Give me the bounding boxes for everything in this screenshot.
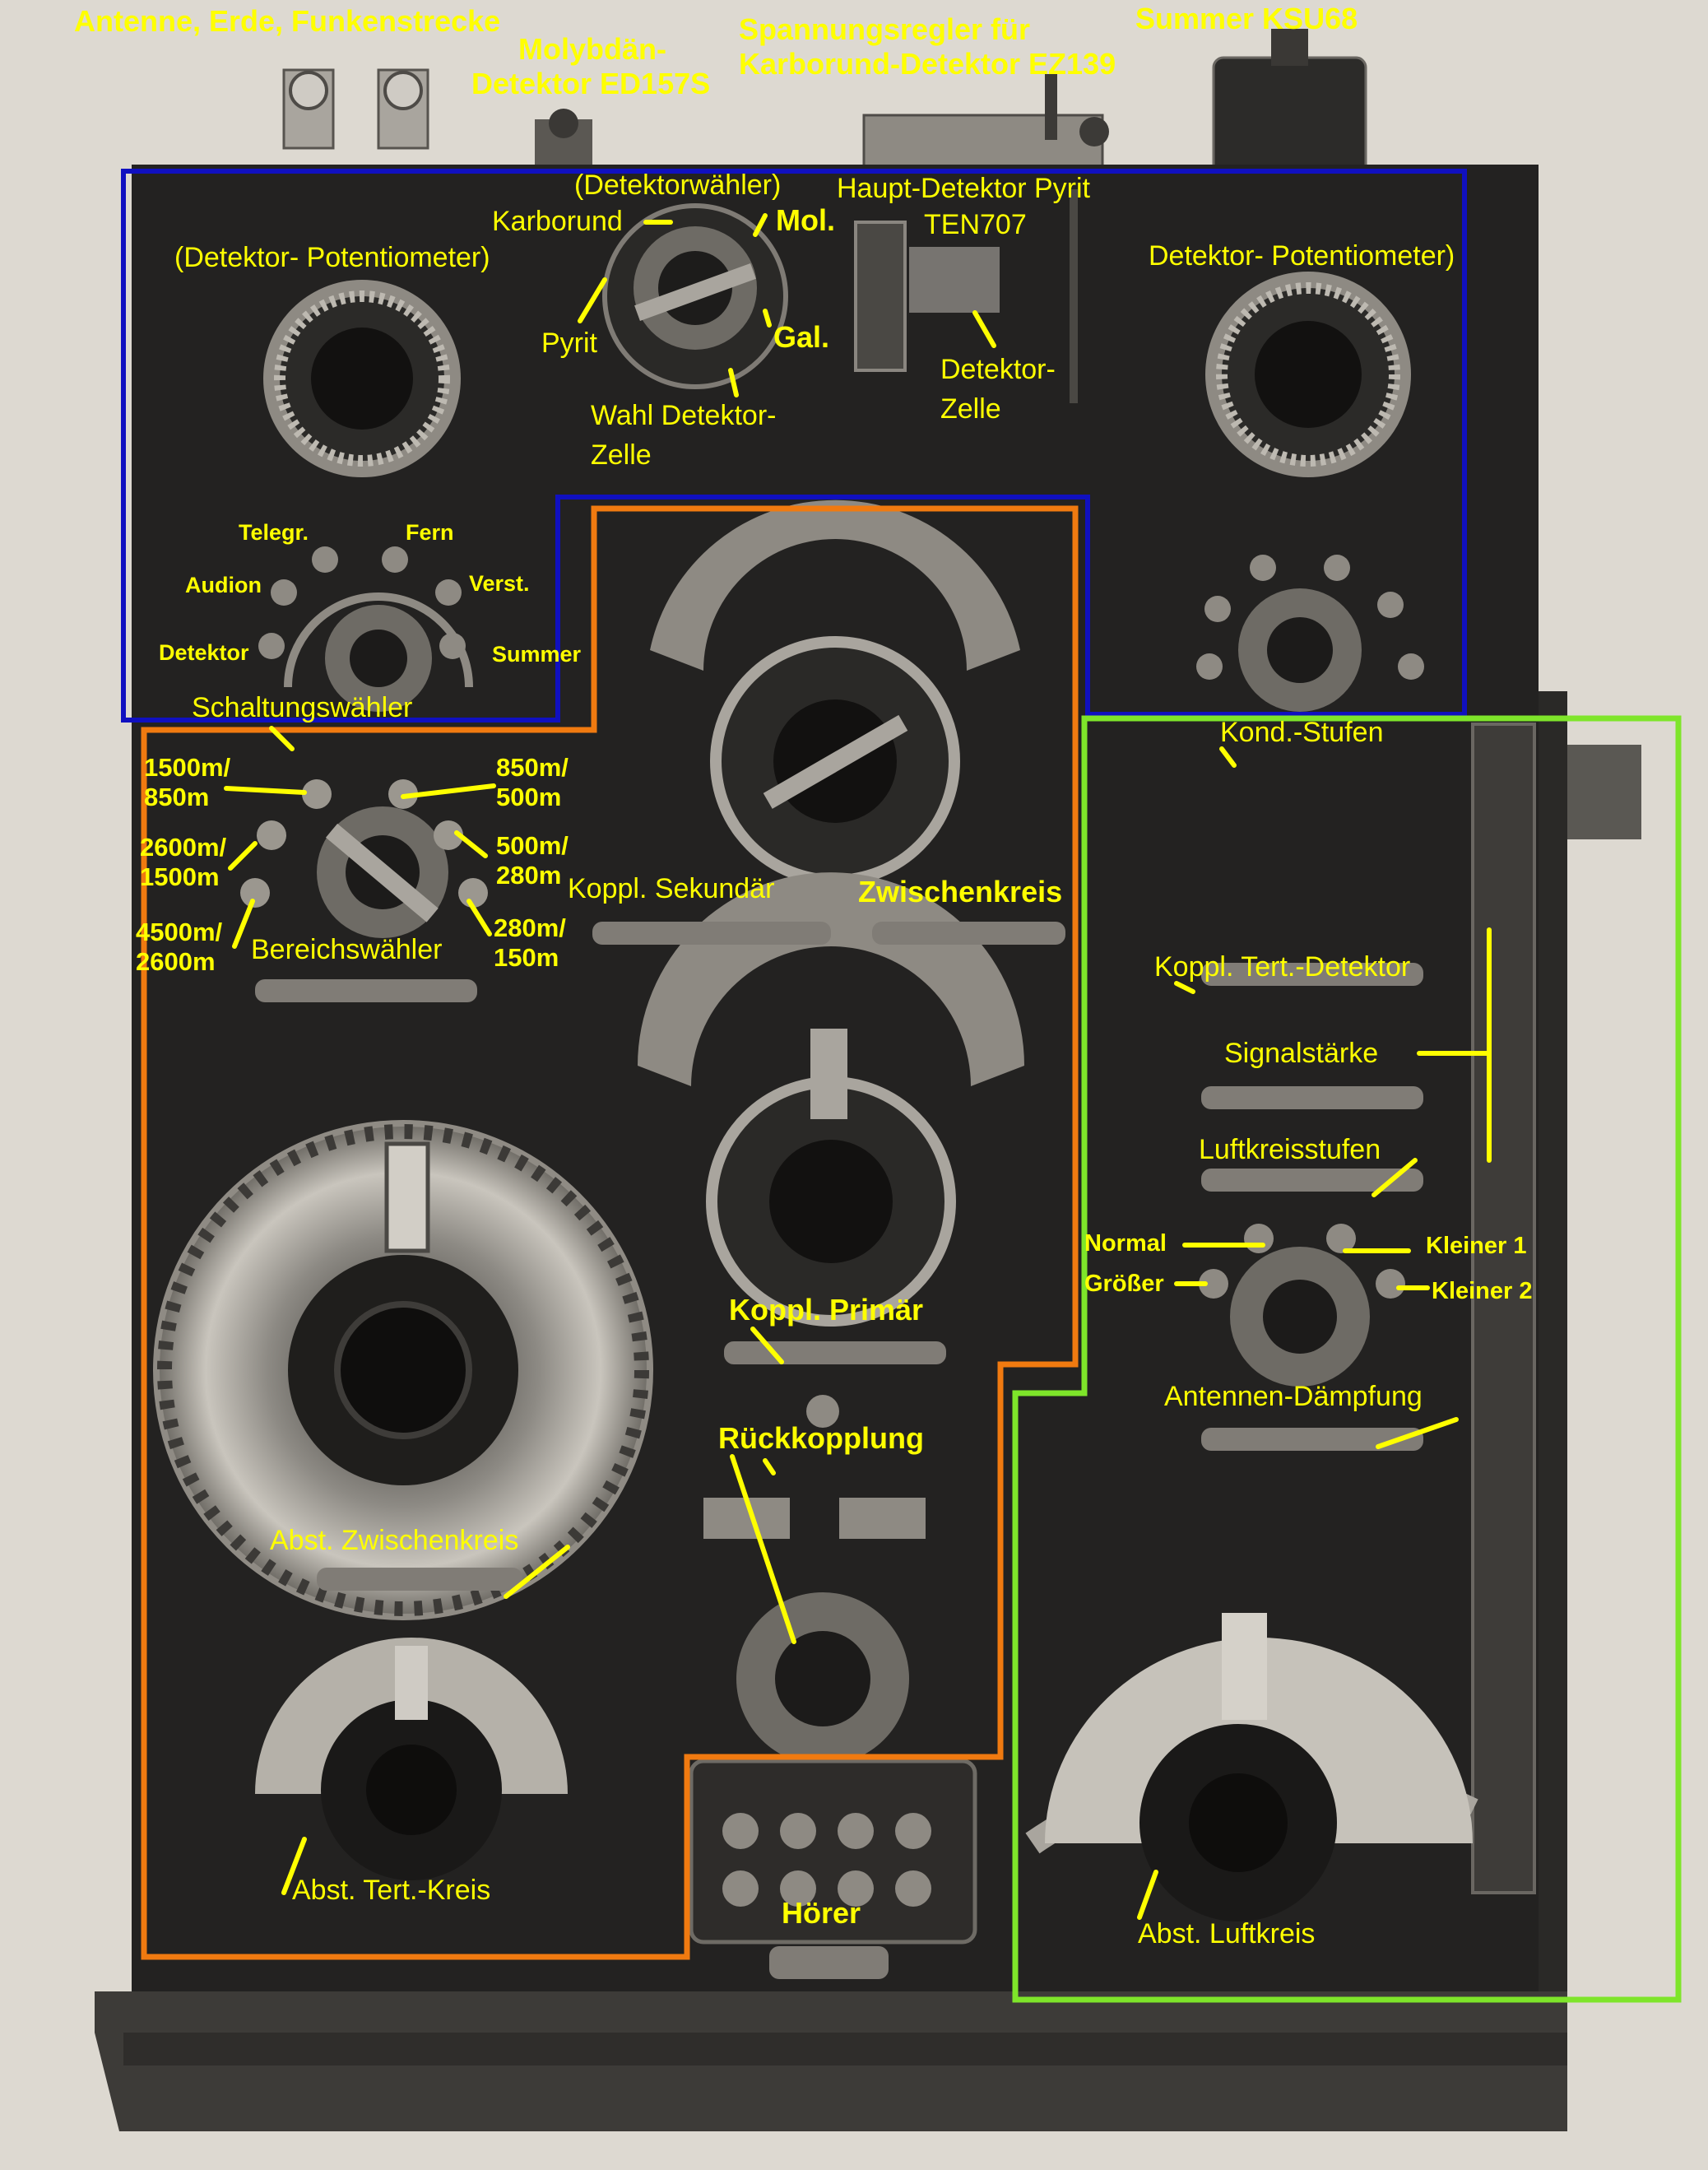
nameplates [255, 922, 1423, 1979]
right-section-outline [1012, 715, 1682, 2003]
label-telegraph: Telegr. [239, 520, 309, 545]
label-select-detector-cell-1: Wahl Detektor- [591, 400, 777, 431]
antenna-step-selector-knob[interactable] [1199, 1224, 1405, 1387]
label-molybdenum-detector-2: Detektor ED157S [471, 67, 711, 100]
cabinet-right-rail [1539, 691, 1567, 2000]
label-normal: Normal [1084, 1230, 1167, 1257]
label-capacitor-steps: Kond.-Stufen [1220, 717, 1384, 748]
label-antenna-earth-spark-gap: Antenne, Erde, Funkenstrecke [74, 4, 501, 38]
label-smaller-1: Kleiner 1 [1426, 1233, 1527, 1259]
label-range-850-500-line1: 850m/ [496, 753, 569, 782]
label-range-1500-850-line2: 850m [144, 782, 210, 811]
label-tuning-intermediate-circuit: Abst. Zwischenkreis [270, 1525, 519, 1556]
label-range-2600-1500: 2600m/ 1500m [140, 833, 226, 891]
label-voltage-regulator-1: Spannungsregler für [739, 12, 1031, 46]
secondary-coupling-dial[interactable] [650, 500, 1020, 886]
label-voltage-regulator-2: Karborund-Detektor EZ139 [739, 47, 1116, 81]
left-detector-potentiometer[interactable] [263, 280, 461, 477]
label-detector-selector: (Detektorwähler) [574, 170, 782, 201]
main-detector-housing [854, 189, 1078, 403]
label-buzzer-ksu68: Summer KSU68 [1135, 2, 1358, 35]
intermediate-circuit-tuning-dial[interactable] [153, 1120, 653, 1620]
main-section-outline [141, 505, 1079, 1960]
label-range-500-280-line1: 500m/ [496, 831, 569, 860]
label-detector-cell-2: Zelle [940, 393, 1001, 425]
label-range-1500-850: 1500m/ 850m [144, 753, 230, 811]
label-range-4500-2600: 4500m/ 2600m [136, 918, 222, 976]
label-buzzer: Summer [492, 642, 582, 667]
label-main-detector-pyrite-1: Haupt-Detektor Pyrit [837, 173, 1090, 204]
leader-lines [224, 213, 1492, 1920]
label-range-2600-1500-line1: 2600m/ [140, 833, 227, 862]
label-main-detector-pyrite-2: TEN707 [924, 209, 1027, 240]
label-range-4500-2600-line1: 4500m/ [136, 918, 223, 946]
label-range-500-280: 500m/ 280m [496, 831, 569, 890]
circuit-selector-knob[interactable] [258, 546, 473, 712]
label-feedback: Rückkopplung [718, 1421, 924, 1455]
label-air-circuit-steps: Luftkreisstufen [1199, 1134, 1381, 1165]
label-range-280-150-line2: 150m [494, 942, 559, 972]
label-molybdenum-detector-1: Molybdän- [518, 32, 666, 66]
top-hardware [282, 29, 1367, 183]
range-selector-knob[interactable] [240, 779, 488, 938]
label-range-280-150: 280m/ 150m [494, 913, 566, 972]
label-range-500-280-line2: 280m [496, 860, 562, 890]
label-detector-potentiometer-left: (Detektor- Potentiometer) [174, 242, 490, 273]
cabinet-scale-bar [1471, 723, 1536, 1894]
label-primary-coupling: Koppl. Primär [729, 1293, 924, 1327]
label-range-850-500: 850m/ 500m [496, 753, 569, 811]
label-range-4500-2600-line2: 2600m [136, 946, 216, 976]
label-range-2600-1500-line2: 1500m [140, 862, 220, 891]
label-antenna-damping: Antennen-Dämpfung [1164, 1381, 1423, 1412]
label-larger: Größer [1084, 1271, 1164, 1297]
label-detector-potentiometer-right: Detektor- Potentiometer) [1149, 240, 1455, 272]
detector-selector-knob[interactable] [602, 203, 788, 389]
headphone-jacks[interactable] [689, 1759, 977, 1945]
label-signal-strength: Signalstärke [1224, 1038, 1379, 1069]
label-detector: Detektor [159, 640, 249, 665]
right-detector-potentiometer[interactable] [1205, 272, 1411, 477]
label-pyrite: Pyrit [541, 328, 597, 359]
feedback-knob[interactable] [703, 1395, 926, 1765]
label-tuning-tertiary-circuit: Abst. Tert.-Kreis [292, 1875, 491, 1906]
air-circuit-dial[interactable] [1025, 1613, 1478, 1921]
label-circuit-selector: Schaltungswähler [192, 692, 413, 723]
label-molybdenum-short: Mol. [776, 203, 835, 237]
label-range-850-500-line2: 500m [496, 782, 562, 811]
label-galena: Gal. [773, 320, 830, 354]
label-range-280-150-line1: 280m/ [494, 913, 566, 942]
detector-section-outline [121, 169, 1467, 723]
label-audion: Audion [185, 573, 262, 597]
label-carborundum: Karborund [492, 206, 623, 237]
label-detector-cell-1: Detektor- [940, 354, 1056, 385]
label-select-detector-cell-2: Zelle [591, 439, 652, 471]
cabinet-side-panel [1567, 745, 1641, 839]
label-amplifier: Verst. [469, 571, 530, 596]
tertiary-circuit-dial[interactable] [255, 1638, 568, 1880]
right-upper-selector-knob[interactable] [1196, 555, 1424, 712]
label-remote: Fern [406, 520, 454, 545]
label-secondary-coupling: Koppl. Sekundär [568, 873, 775, 904]
label-range-1500-850-line1: 1500m/ [144, 753, 231, 782]
label-tertiary-detector-coupling: Koppl. Tert.-Detektor [1154, 951, 1411, 983]
label-range-selector: Bereichswähler [251, 934, 443, 965]
label-tuning-air-circuit: Abst. Luftkreis [1138, 1918, 1316, 1949]
label-headphones: Hörer [782, 1896, 861, 1930]
label-intermediate-circuit: Zwischenkreis [858, 875, 1063, 908]
label-smaller-2: Kleiner 2 [1432, 1278, 1533, 1304]
